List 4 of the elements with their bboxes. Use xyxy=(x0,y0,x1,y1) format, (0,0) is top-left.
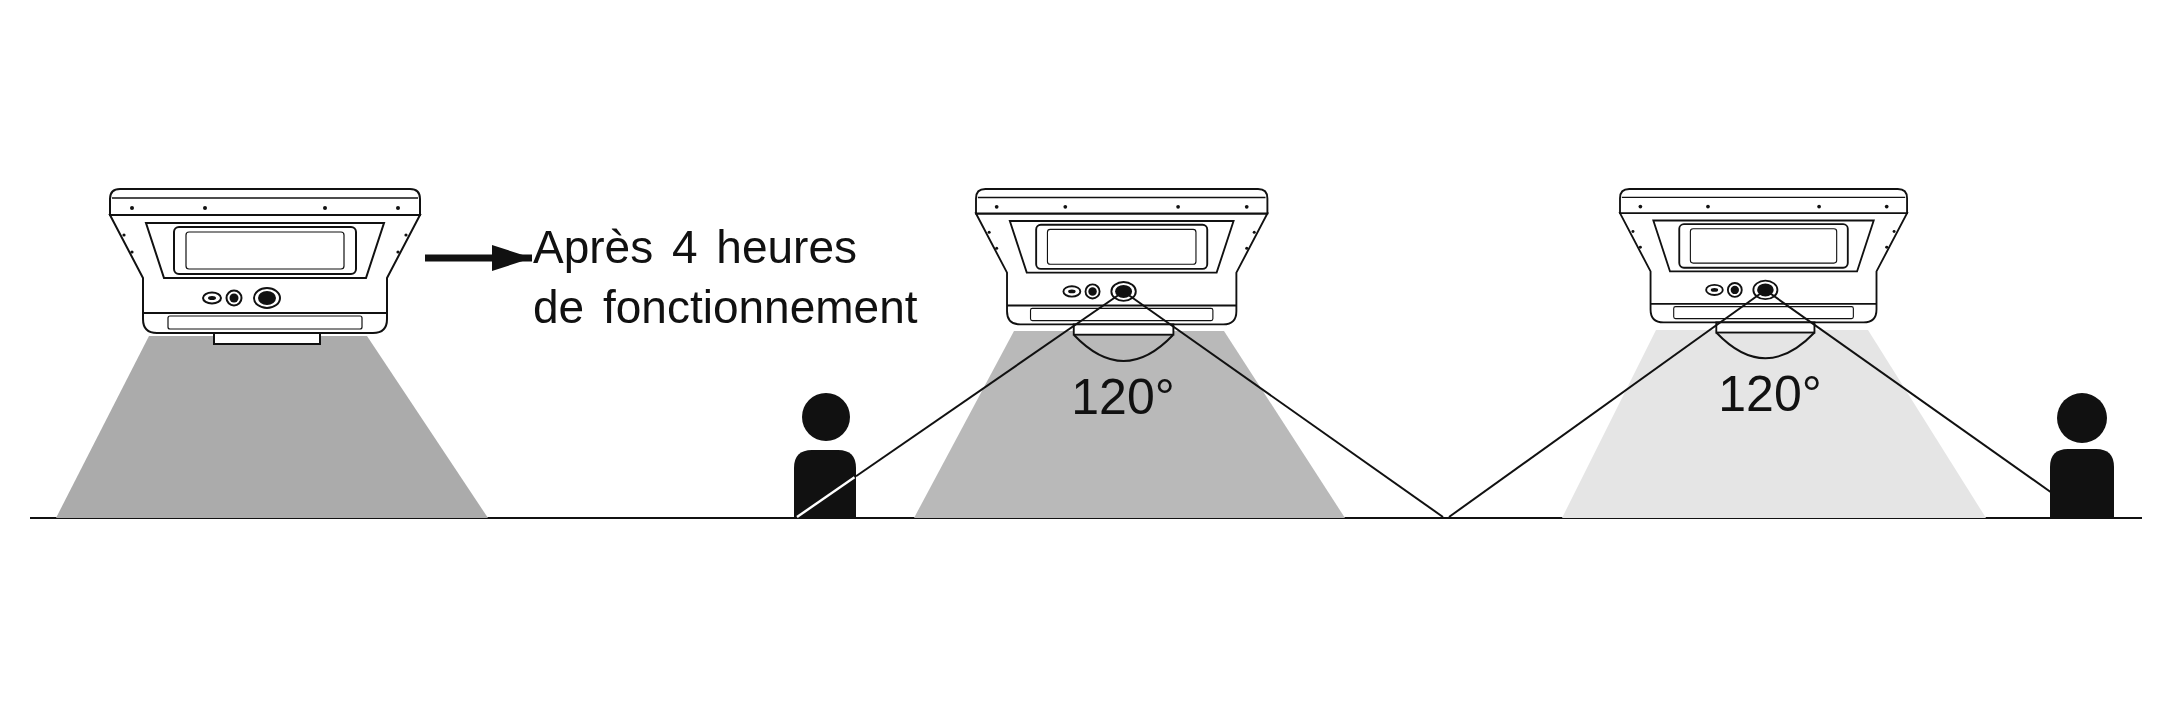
angle-label: 120° xyxy=(1071,369,1175,425)
lamp-drawing xyxy=(55,188,489,519)
angle-label: 120° xyxy=(1718,366,1822,422)
annotation-text: Après 4 heures de fonctionnement xyxy=(533,217,923,337)
